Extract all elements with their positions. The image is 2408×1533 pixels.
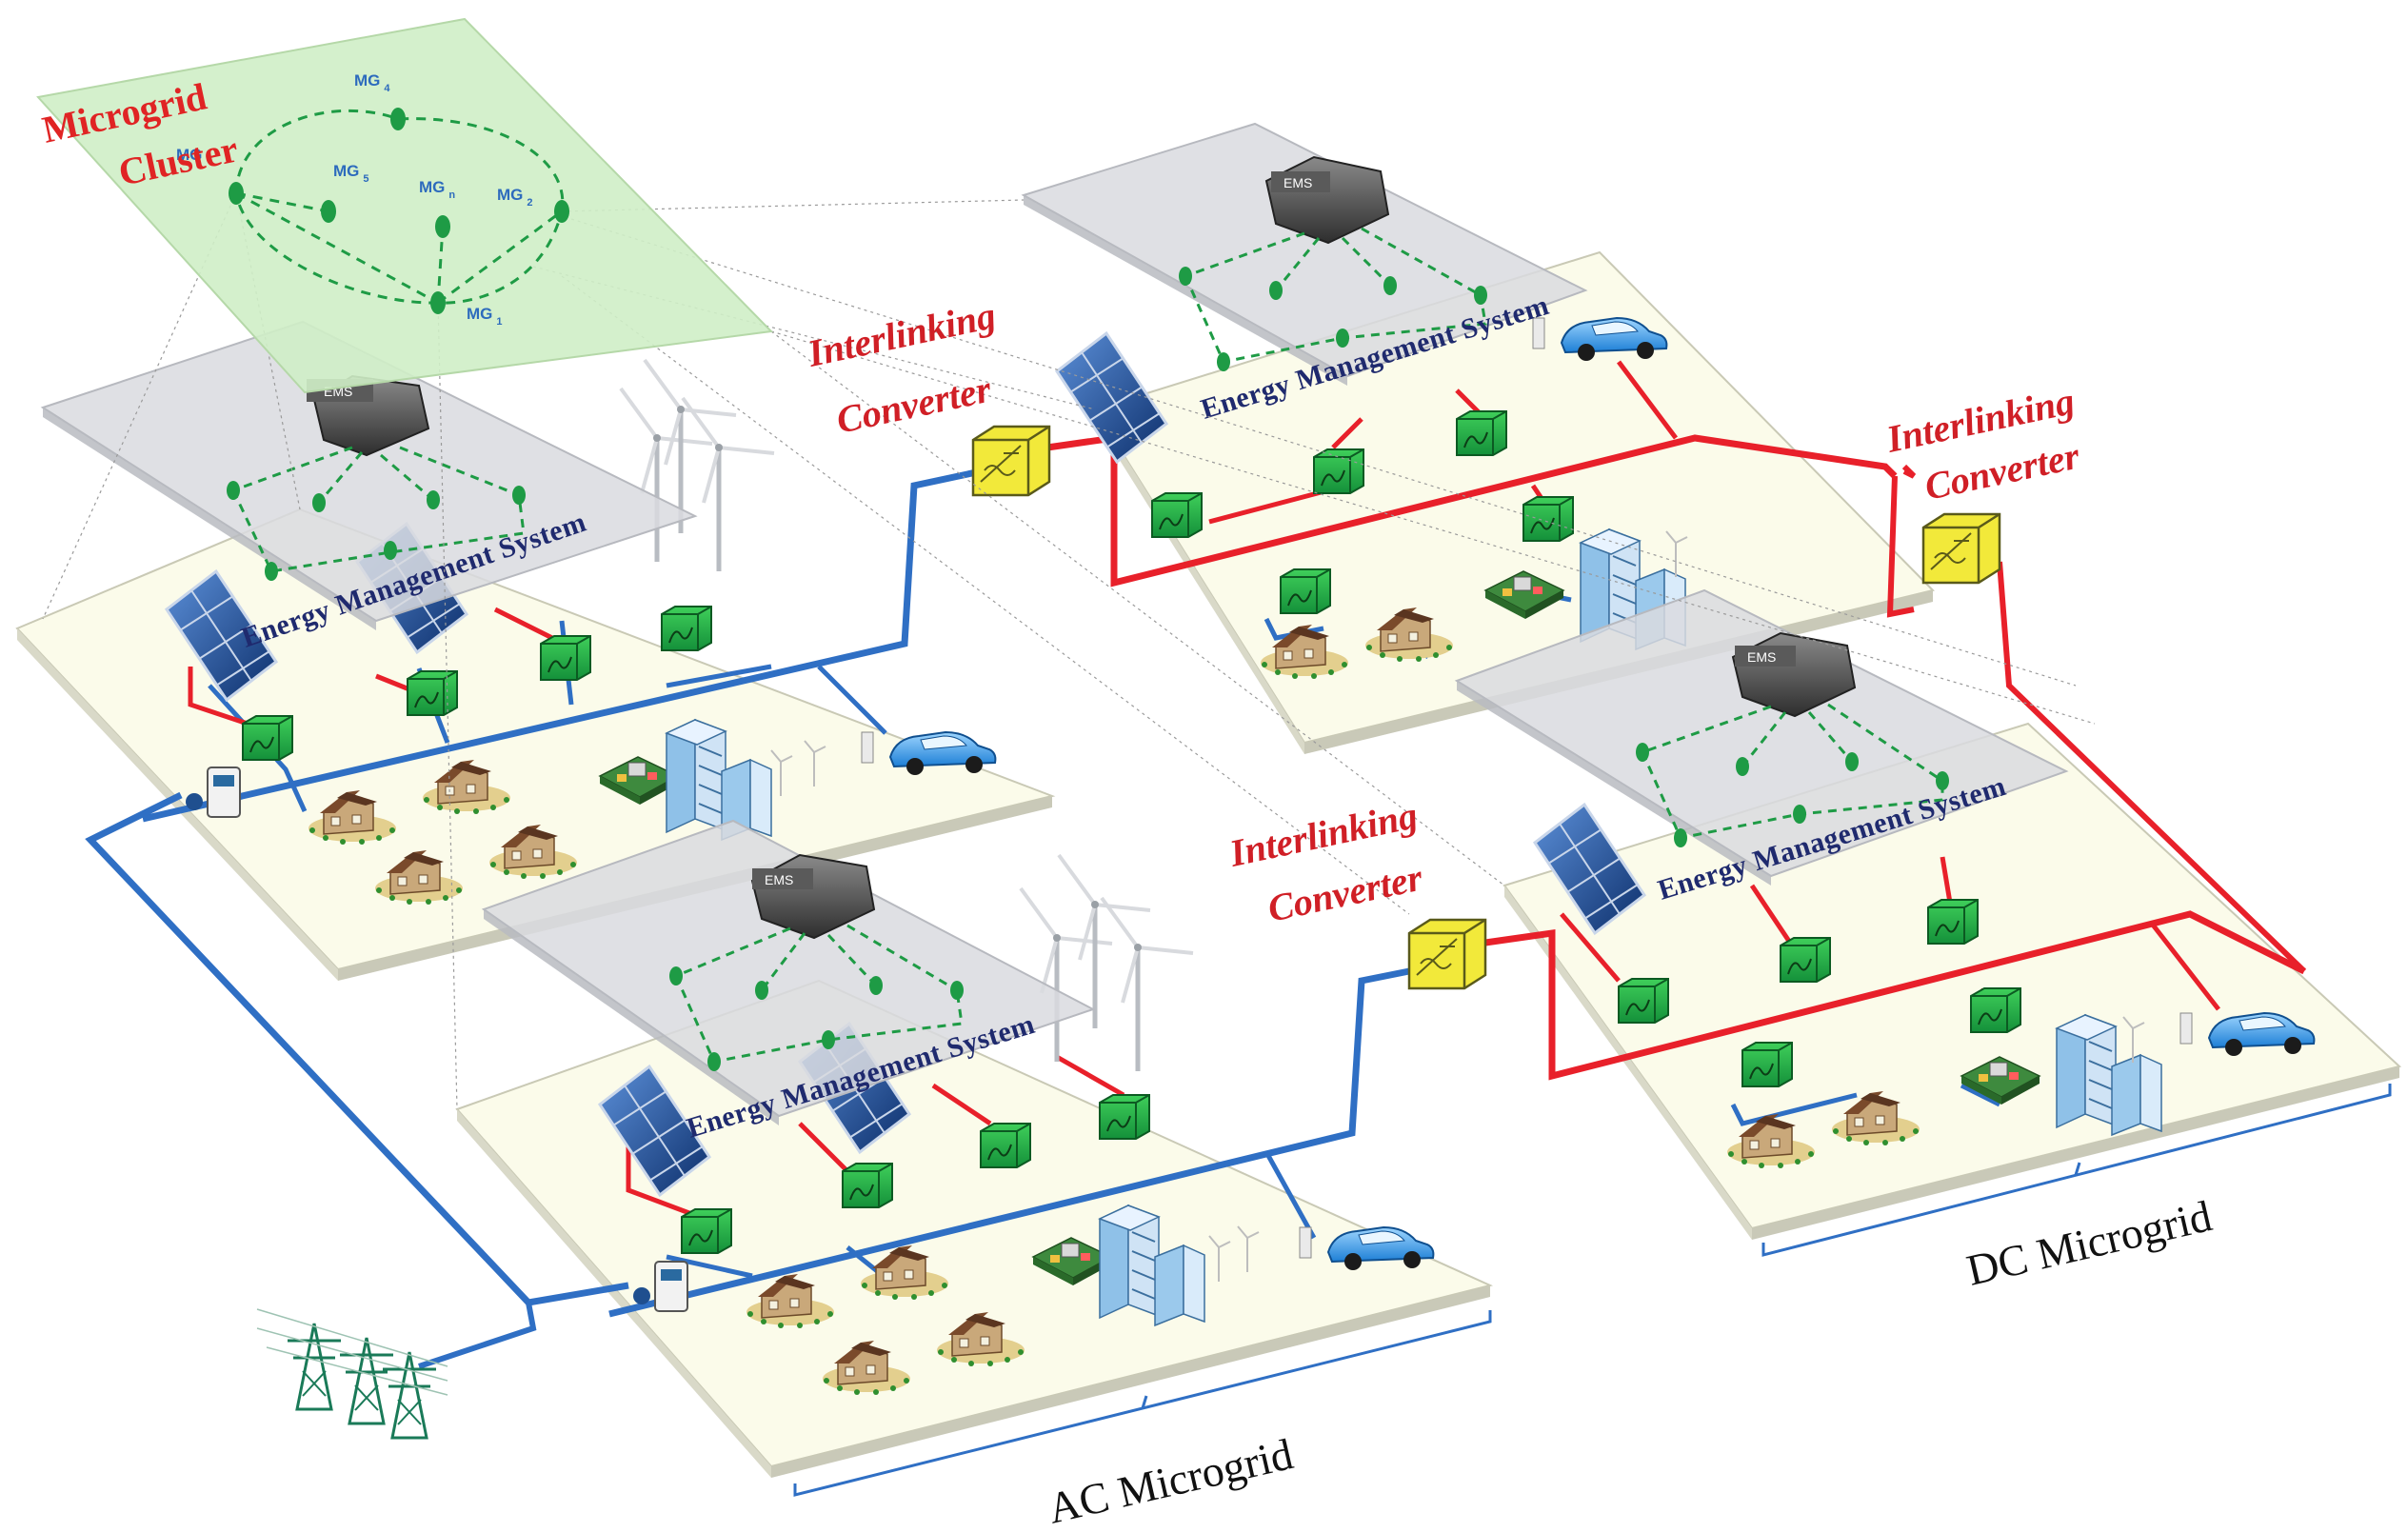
converter-icon xyxy=(1741,1042,1793,1087)
converter-icon xyxy=(1522,496,1574,542)
converter-icon xyxy=(1618,978,1669,1024)
interlinking-links xyxy=(1886,464,2307,974)
ac-bus-bottom xyxy=(608,967,1410,1318)
converter-icon xyxy=(1151,492,1203,538)
interlinking-converter-icon xyxy=(971,425,1051,497)
cluster-node-mg4 xyxy=(390,108,406,130)
svg-text:MG1: MG1 xyxy=(467,305,503,328)
wind-turbine-icon xyxy=(683,398,774,571)
svg-text:MG: MG xyxy=(176,146,202,164)
converter-icon xyxy=(242,715,293,761)
converter-icon xyxy=(1456,410,1507,456)
svg-text:MG2: MG2 xyxy=(497,186,533,209)
converter-icon xyxy=(842,1163,893,1208)
mg4-label: MG xyxy=(354,71,380,90)
ems-chip-label: EMS xyxy=(765,872,793,887)
grid-feeder-line xyxy=(85,791,629,1306)
svg-text:MGn: MGn xyxy=(419,178,455,201)
mg5-label: MG xyxy=(333,162,359,180)
converter-icon xyxy=(661,606,712,651)
converter-icon xyxy=(1970,987,2021,1033)
converter-icon xyxy=(407,670,458,716)
cluster-node-mgn xyxy=(435,215,450,238)
svg-text:MG5: MG5 xyxy=(333,162,369,185)
cluster-node-mg xyxy=(229,182,244,205)
microgrid-ac-bottom xyxy=(455,855,1494,1478)
ac-bus-top-left xyxy=(142,468,982,823)
interlinking-label-top-line1: Interlinking xyxy=(804,293,1000,375)
dc-microgrid-label: DC Microgrid xyxy=(1962,1191,2217,1295)
converter-icon xyxy=(1280,568,1331,614)
ems-plane-bottom-left: EMS Energy Management System xyxy=(481,819,1096,1145)
mg1-label: MG xyxy=(467,305,492,323)
converter-icon xyxy=(1313,448,1364,494)
converter-icon xyxy=(1099,1094,1150,1140)
ems-chip-label: EMS xyxy=(1747,649,1776,665)
ac-microgrid-label: AC Microgrid xyxy=(1044,1429,1298,1533)
mgn-label: MG xyxy=(419,178,445,196)
cluster-node-mg1 xyxy=(430,291,446,314)
transmission-tower-icon xyxy=(286,1322,343,1411)
utility-grid xyxy=(85,791,629,1440)
wind-turbine-icon xyxy=(1102,898,1193,1071)
interlinking-label-top-line2: Converter xyxy=(833,368,996,442)
interlinking-label-bottom-line2: Converter xyxy=(1264,856,1427,930)
interlinking-converter-icon xyxy=(1921,512,2001,585)
ems-chip-label: EMS xyxy=(1284,175,1312,190)
interlinking-converter-icon xyxy=(1407,918,1487,990)
converter-icon xyxy=(1927,899,1979,945)
mg-label: MG xyxy=(176,146,202,164)
ems-plane-bottom-right: EMS Energy Management System xyxy=(1454,588,2069,906)
converter-icon xyxy=(540,635,591,681)
dc-bus-bottom xyxy=(1484,910,2306,1081)
cluster-node-mg2 xyxy=(554,200,569,223)
cluster-node-mg5 xyxy=(321,200,336,223)
converter-icon xyxy=(1780,937,1831,983)
transmission-tower-icon xyxy=(338,1336,395,1425)
converter-icon xyxy=(980,1123,1031,1168)
mg2-label: MG xyxy=(497,186,523,204)
converter-icon xyxy=(681,1208,732,1254)
svg-text:MG4: MG4 xyxy=(354,71,390,94)
